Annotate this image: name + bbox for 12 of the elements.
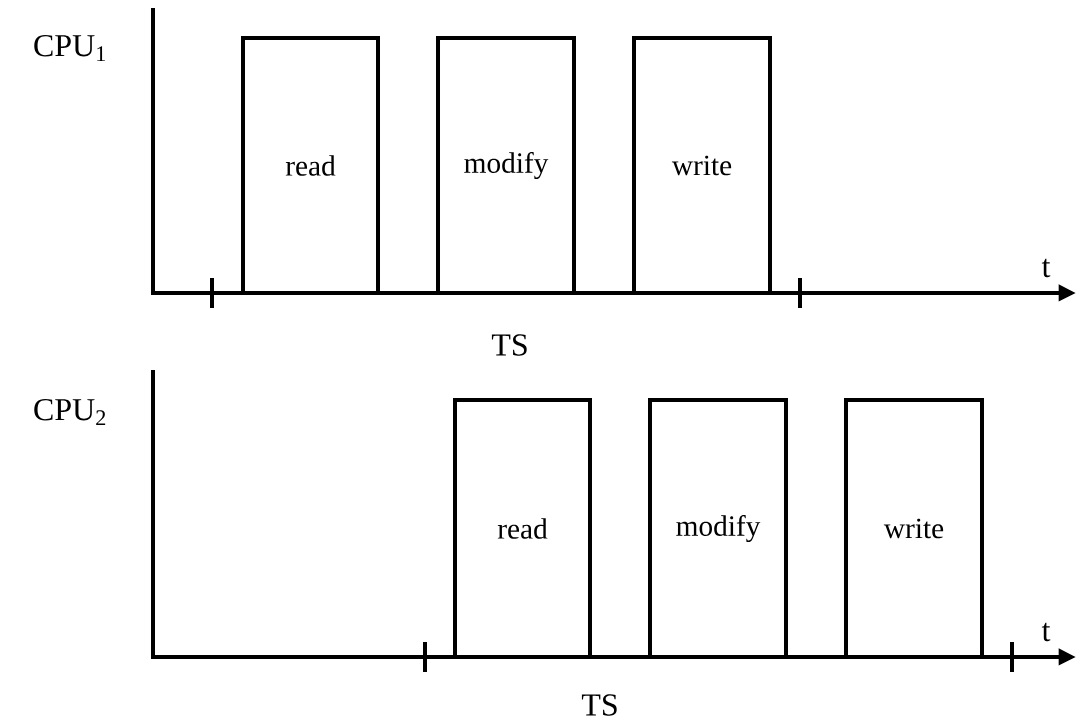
axis-label: CPU$_{1}$: [34, 34, 106, 62]
axis-label: TS: [581, 694, 617, 716]
axis-label: t: [1041, 622, 1051, 642]
axis-label: TS: [491, 334, 527, 356]
process-box: write: [632, 36, 772, 295]
axis-label: t: [1041, 258, 1051, 278]
axis-label: CPU$_{2}$: [34, 398, 106, 426]
process-box: read: [241, 36, 380, 295]
process-box: modify: [648, 398, 788, 659]
process-box: write: [844, 398, 984, 659]
process-box: read: [453, 398, 592, 659]
process-box: modify: [436, 36, 576, 295]
